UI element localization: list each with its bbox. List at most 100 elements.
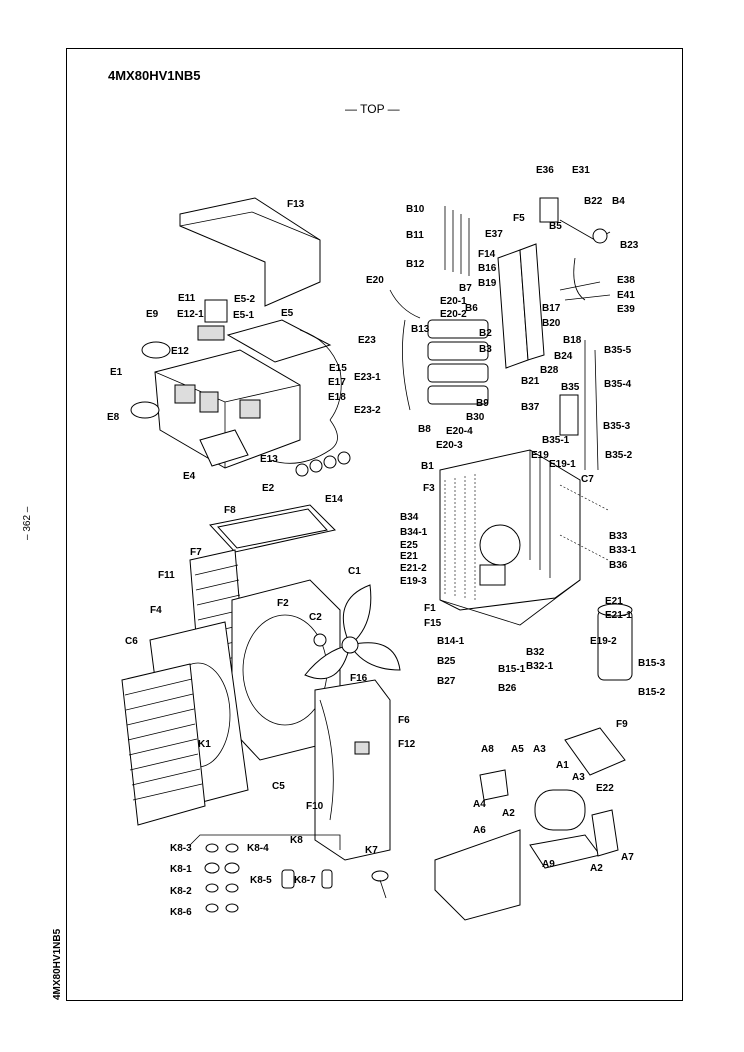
part-label-e1: E1 — [110, 367, 123, 378]
part-label-b21: B21 — [521, 376, 540, 387]
part-label-e20-2: E20-2 — [440, 309, 467, 320]
part-label-f14: F14 — [478, 249, 496, 260]
part-label-b12: B12 — [406, 259, 425, 270]
part-label-f8: F8 — [224, 505, 236, 516]
part-label-b20: B20 — [542, 318, 561, 329]
part-label-f3: F3 — [423, 483, 435, 494]
part-label-a8: A8 — [481, 744, 494, 755]
part-label-e5-1: E5-1 — [233, 310, 255, 321]
part-label-f16: F16 — [350, 673, 368, 684]
part-label-a7: A7 — [621, 852, 634, 863]
electrical-box — [130, 299, 351, 477]
part-label-e20-3: E20-3 — [436, 440, 463, 451]
part-label-k1: K1 — [198, 739, 211, 750]
part-label-f6: F6 — [398, 715, 410, 726]
bushing-set-k8 — [189, 834, 341, 913]
part-label-b35-2: B35-2 — [605, 450, 633, 461]
part-label-b3: B3 — [479, 344, 492, 355]
part-label-b19: B19 — [478, 278, 497, 289]
part-label-b34: B34 — [400, 512, 419, 523]
compressor-a1 — [434, 769, 619, 921]
part-label-k8-7: K8-7 — [294, 875, 316, 886]
part-label-e11: E11 — [178, 293, 196, 304]
part-label-e19: E19 — [531, 450, 549, 461]
part-label-a2b: A2 — [590, 863, 603, 874]
part-label-e5-2: E5-2 — [234, 294, 256, 305]
top-panel-f13 — [179, 197, 321, 307]
part-label-b27: B27 — [437, 676, 456, 687]
part-label-e12: E12 — [171, 346, 189, 357]
pipe-assembly-b35 — [559, 340, 599, 471]
part-label-a6: A6 — [473, 825, 486, 836]
part-label-a9: A9 — [542, 859, 555, 870]
part-label-f15: F15 — [424, 618, 442, 629]
part-label-b15-2: B15-2 — [638, 687, 666, 698]
part-label-e20-4: E20-4 — [446, 426, 473, 437]
part-label-b7: B7 — [459, 283, 472, 294]
part-label-e31: E31 — [572, 165, 590, 176]
part-label-c6: C6 — [125, 636, 138, 647]
drain-plug-k7 — [371, 870, 389, 899]
part-label-b10: B10 — [406, 204, 425, 215]
part-label-e39: E39 — [617, 304, 635, 315]
part-label-e13: E13 — [260, 454, 278, 465]
part-label-b17: B17 — [542, 303, 561, 314]
heat-exchanger-frame — [439, 449, 609, 626]
part-label-e18: E18 — [328, 392, 346, 403]
service-valves — [539, 197, 611, 301]
part-label-b35-4: B35-4 — [604, 379, 632, 390]
part-label-b16: B16 — [478, 263, 497, 274]
part-label-f10: F10 — [306, 801, 324, 812]
part-label-b35-5: B35-5 — [604, 345, 632, 356]
part-label-f9: F9 — [616, 719, 628, 730]
part-label-a3: A3 — [533, 744, 546, 755]
part-label-f1: F1 — [424, 603, 436, 614]
drawing-frame — [66, 48, 683, 1001]
part-label-e19-1: E19-1 — [549, 459, 576, 470]
part-label-b30: B30 — [466, 412, 485, 423]
part-label-b6: B6 — [465, 303, 478, 314]
part-label-k8-6: K8-6 — [170, 907, 192, 918]
part-label-c1: C1 — [348, 566, 361, 577]
part-label-e17: E17 — [328, 377, 346, 388]
accumulator-b15 — [597, 603, 633, 681]
part-label-e9: E9 — [146, 309, 159, 320]
part-label-e19-2: E19-2 — [590, 636, 617, 647]
model-title: 4MX80HV1NB5 — [108, 68, 201, 83]
part-label-b23: B23 — [620, 240, 639, 251]
part-label-b1: B1 — [421, 461, 434, 472]
part-label-b26: B26 — [498, 683, 517, 694]
part-label-f13: F13 — [287, 199, 305, 210]
part-label-k8: K8 — [290, 835, 303, 846]
part-label-b11: B11 — [406, 230, 424, 241]
part-label-b32-1: B32-1 — [526, 661, 554, 672]
part-label-b33: B33 — [609, 531, 628, 542]
part-label-k8-5: K8-5 — [250, 875, 272, 886]
part-label-k8-3: K8-3 — [170, 843, 192, 854]
part-label-f11: F11 — [158, 570, 175, 581]
part-label-b18: B18 — [563, 335, 582, 346]
part-label-e41: E41 — [617, 290, 635, 301]
part-label-b25: B25 — [437, 656, 456, 667]
part-label-e22: E22 — [596, 783, 614, 794]
part-label-b13: B13 — [411, 324, 430, 335]
part-label-a5: A5 — [511, 744, 524, 755]
part-label-e36: E36 — [536, 165, 554, 176]
part-label-e19-3: E19-3 — [400, 576, 427, 587]
part-label-b4: B4 — [612, 196, 625, 207]
part-label-e8: E8 — [107, 412, 120, 423]
part-label-b35-1: B35-1 — [542, 435, 570, 446]
part-label-b15-3: B15-3 — [638, 658, 666, 669]
top-grille-f8 — [209, 504, 336, 553]
part-label-c2: C2 — [309, 612, 322, 623]
part-label-k8-1: K8-1 — [170, 864, 192, 875]
bracket-f9 — [564, 727, 626, 776]
part-label-e20-1: E20-1 — [440, 296, 467, 307]
part-label-e37: E37 — [485, 229, 503, 240]
part-label-a1: A1 — [556, 760, 569, 771]
part-label-c7: C7 — [581, 474, 594, 485]
part-label-b28: B28 — [540, 365, 559, 376]
part-label-b24: B24 — [554, 351, 573, 362]
valve-assembly — [389, 206, 545, 411]
